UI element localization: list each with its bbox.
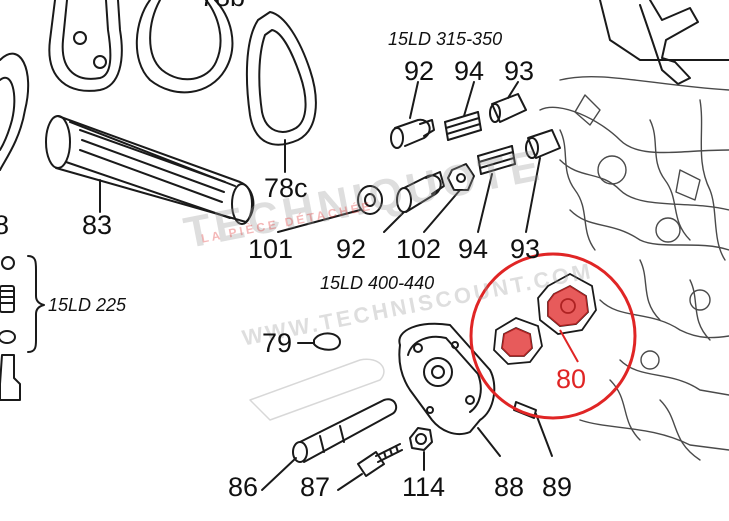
valve-92-top <box>390 118 435 149</box>
pin-79 <box>313 332 341 351</box>
pump-body-88 <box>398 322 496 436</box>
part-label-94-mid: 94 <box>458 234 489 264</box>
variant-caption-400-440: 15LD 400-440 <box>320 273 435 293</box>
part-label-86: 86 <box>228 472 259 502</box>
lever-top-right <box>599 0 729 85</box>
part-label-102: 102 <box>396 234 442 264</box>
gear-80-fill <box>501 285 589 357</box>
part-label-93-top: 93 <box>504 56 535 86</box>
highlight-circle-80 <box>469 252 637 420</box>
bolt-87 <box>357 443 403 477</box>
part-label-87: 87 <box>300 472 331 502</box>
spring-94-top <box>444 111 482 141</box>
part-label-78b: 78b <box>200 0 245 11</box>
nut-114 <box>409 427 433 451</box>
part-label-92-mid: 92 <box>336 234 367 264</box>
part-label-78c: 78c <box>264 173 308 203</box>
gasket-left-fragment <box>0 52 30 171</box>
variant-caption-315-350: 15LD 315-350 <box>388 29 503 49</box>
part-label-8: 8 <box>0 210 10 240</box>
part-label-80: 80 <box>556 364 587 394</box>
gasket-78b <box>135 0 234 94</box>
gasket-78c <box>245 11 317 146</box>
part-label-79: 79 <box>262 328 293 358</box>
part-label-101: 101 <box>248 234 294 264</box>
part-label-114: 114 <box>402 472 446 502</box>
washer-101 <box>357 185 383 215</box>
shaft-86 <box>292 398 398 463</box>
part-label-93-mid: 93 <box>510 234 541 264</box>
gasket-plate <box>48 0 123 92</box>
part-label-92-top: 92 <box>404 56 435 86</box>
cap-93-mid <box>525 129 561 159</box>
crankcase-casting <box>539 75 729 461</box>
part-label-94-top: 94 <box>454 56 485 86</box>
watermark-ghost-shape <box>249 358 385 421</box>
variant-caption-225: 15LD 225 <box>48 295 127 315</box>
spring-94-mid <box>477 145 516 175</box>
shaft-83 <box>45 115 255 225</box>
part-label-88: 88 <box>494 472 525 502</box>
part-label-89: 89 <box>542 472 573 502</box>
parts-stack-225 <box>0 256 21 401</box>
part-label-83: 83 <box>82 210 113 240</box>
nut-102 <box>447 163 475 191</box>
